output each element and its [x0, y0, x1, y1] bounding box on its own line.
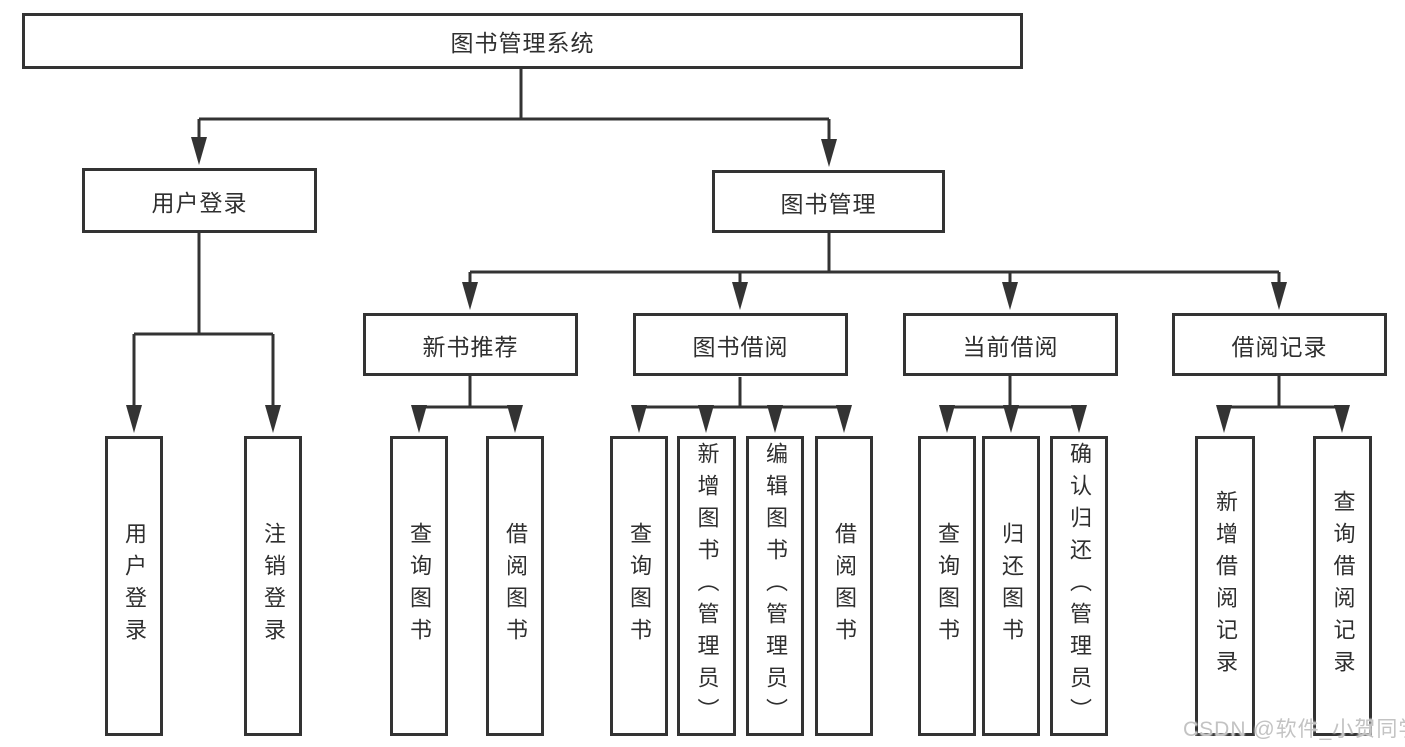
leaf-recommend-query-book: 查询图书	[390, 436, 448, 736]
leaf-records-query-record-label: 查询借阅记录	[1330, 490, 1356, 682]
arrowhead-icon	[698, 405, 714, 433]
connector-user-login-to-leaves	[126, 233, 281, 433]
leaf-user-login: 用户登录	[105, 436, 163, 736]
csdn-watermark: CSDN @软件_小贺同学	[1183, 718, 1405, 741]
leaf-borrow-add-book-admin: 新增图书（管理员）	[677, 436, 736, 736]
connector-new-book-recommend-to-leaves	[411, 376, 523, 433]
arrowhead-icon	[507, 405, 523, 433]
leaf-recommend-borrow-book-label: 借阅图书	[503, 522, 528, 650]
leaf-recommend-query-book-label: 查询图书	[407, 522, 432, 650]
leaf-records-query-record: 查询借阅记录	[1313, 436, 1372, 736]
arrowhead-icon	[126, 405, 142, 433]
arrowhead-icon	[462, 282, 478, 310]
arrowhead-icon	[1216, 405, 1232, 433]
leaf-borrow-edit-book-admin-label: 编辑图书（管理员）	[763, 442, 788, 730]
arrowhead-icon	[1002, 282, 1018, 310]
leaf-logout: 注销登录	[244, 436, 302, 736]
leaf-current-return-book-label: 归还图书	[999, 522, 1024, 650]
node-current-borrow: 当前借阅	[903, 313, 1118, 376]
leaf-user-login-label: 用户登录	[122, 522, 147, 650]
connector-book-management-to-level3	[462, 233, 1287, 310]
leaf-borrow-add-book-admin-label: 新增图书（管理员）	[694, 442, 720, 730]
arrowhead-icon	[732, 282, 748, 310]
connector-book-borrow-to-leaves	[631, 377, 852, 433]
arrowhead-icon	[836, 405, 852, 433]
leaf-borrow-borrow-book: 借阅图书	[815, 436, 873, 736]
node-root: 图书管理系统	[22, 13, 1023, 69]
arrowhead-icon	[939, 405, 955, 433]
leaf-logout-label: 注销登录	[261, 522, 286, 650]
leaf-records-add-record-label: 新增借阅记录	[1213, 490, 1238, 682]
arrowhead-icon	[631, 405, 647, 433]
leaf-recommend-borrow-book: 借阅图书	[486, 436, 544, 736]
arrowhead-icon	[1271, 282, 1287, 310]
leaf-records-add-record: 新增借阅记录	[1195, 436, 1255, 736]
arrowhead-icon	[1071, 405, 1087, 433]
arrowhead-icon	[265, 405, 281, 433]
connector-root-to-level2	[191, 69, 837, 167]
leaf-current-confirm-return-admin: 确认归还（管理员）	[1050, 436, 1108, 736]
leaf-current-query-book-label: 查询图书	[935, 522, 960, 650]
connector-borrow-records-to-leaves	[1216, 376, 1350, 433]
leaf-borrow-edit-book-admin: 编辑图书（管理员）	[746, 436, 804, 736]
arrowhead-icon	[767, 405, 783, 433]
arrowhead-icon	[821, 139, 837, 167]
leaf-borrow-query-book-label: 查询图书	[627, 522, 652, 650]
node-book-management: 图书管理	[712, 170, 945, 233]
node-user-login: 用户登录	[82, 168, 317, 233]
node-book-borrow: 图书借阅	[633, 313, 848, 376]
node-new-book-recommend: 新书推荐	[363, 313, 578, 376]
arrowhead-icon	[411, 405, 427, 433]
connector-current-borrow-to-leaves	[939, 376, 1087, 433]
arrowhead-icon	[191, 137, 207, 165]
arrowhead-icon	[1003, 405, 1019, 433]
leaf-borrow-borrow-book-label: 借阅图书	[832, 522, 857, 650]
leaf-current-return-book: 归还图书	[982, 436, 1040, 736]
leaf-current-confirm-return-admin-label: 确认归还（管理员）	[1067, 442, 1092, 730]
node-borrow-records: 借阅记录	[1172, 313, 1387, 376]
leaf-borrow-query-book: 查询图书	[610, 436, 668, 736]
arrowhead-icon	[1334, 405, 1350, 433]
leaf-current-query-book: 查询图书	[918, 436, 976, 736]
